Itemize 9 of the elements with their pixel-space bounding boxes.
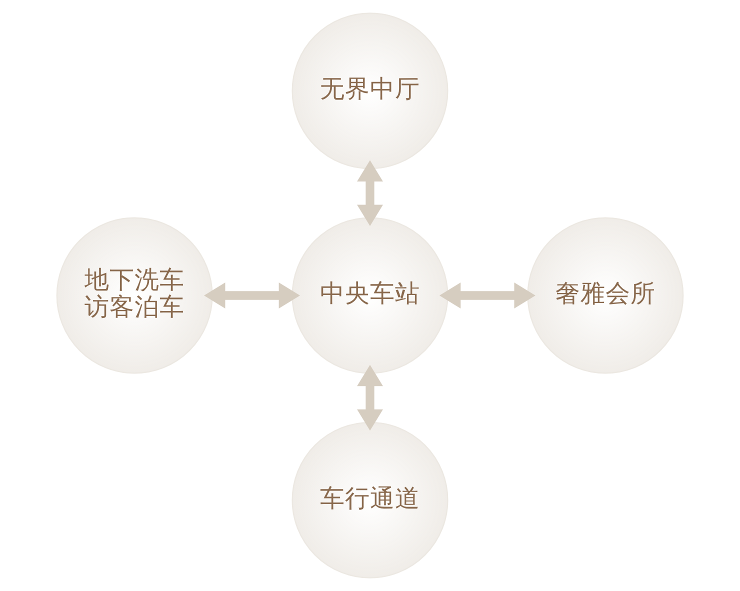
node-circle: 地下洗车 访客泊车 <box>56 217 213 374</box>
arrow <box>357 364 383 431</box>
arrow <box>439 282 536 308</box>
node-circle: 无界中厅 <box>292 12 448 170</box>
node-circle: 奢雅会所 <box>527 217 684 374</box>
node-circle: 车行通道 <box>292 422 448 578</box>
arrow <box>204 282 300 308</box>
node-circle: 中央车站 <box>292 217 448 374</box>
arrow <box>357 160 383 226</box>
